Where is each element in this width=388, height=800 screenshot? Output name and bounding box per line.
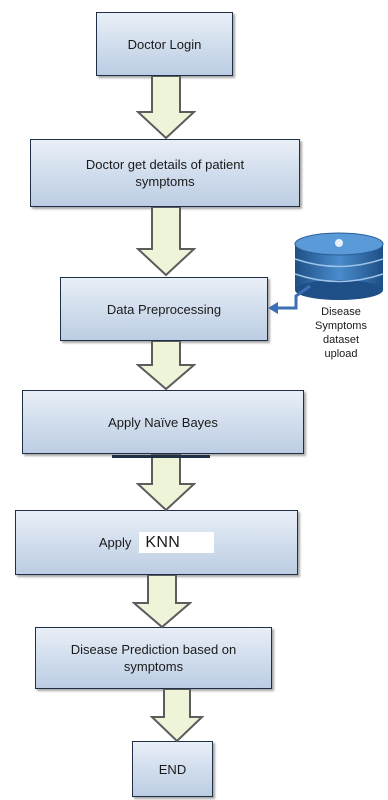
underline-accent: [112, 455, 210, 458]
dataset-label-line1: Disease: [321, 306, 361, 318]
step-apply-knn: Apply KNN: [15, 510, 298, 575]
step-disease-prediction: Disease Prediction based on symptoms: [35, 627, 272, 689]
arrow-down-6: [150, 689, 204, 743]
step-apply-knn-label: KNN: [139, 532, 215, 553]
dataset-label-line2: Symptoms: [315, 320, 367, 332]
arrow-down-5: [132, 575, 192, 629]
arrow-down-1: [136, 76, 196, 140]
step-get-symptoms: Doctor get details of patient symptoms: [30, 139, 300, 207]
arrow-down-2: [136, 207, 196, 277]
step-disease-prediction-label: Disease Prediction based on symptoms: [70, 642, 237, 674]
step-end: END: [132, 741, 213, 797]
step-apply-naive-bayes-label: Apply Naïve Bayes: [108, 414, 218, 430]
step-apply-naive-bayes: Apply Naïve Bayes: [22, 390, 304, 454]
step-end-label: END: [158, 761, 187, 777]
arrow-down-4: [136, 454, 196, 512]
step-data-preprocessing: Data Preprocessing: [60, 277, 268, 341]
step-apply-knn-prefix: Apply: [98, 535, 132, 550]
step-doctor-login-label: Doctor Login: [127, 36, 202, 52]
step-data-preprocessing-label: Data Preprocessing: [106, 301, 222, 317]
step-get-symptoms-label: Doctor get details of patient symptoms: [85, 157, 245, 189]
dataset-label: Disease Symptoms dataset upload: [296, 305, 386, 361]
dataset-label-line3: dataset: [322, 334, 360, 346]
arrow-down-3: [136, 341, 196, 391]
dataset-connector-arrow: [268, 284, 311, 314]
step-doctor-login: Doctor Login: [96, 12, 233, 76]
database-icon: [294, 232, 384, 300]
dataset-label-line4: upload: [324, 348, 358, 360]
